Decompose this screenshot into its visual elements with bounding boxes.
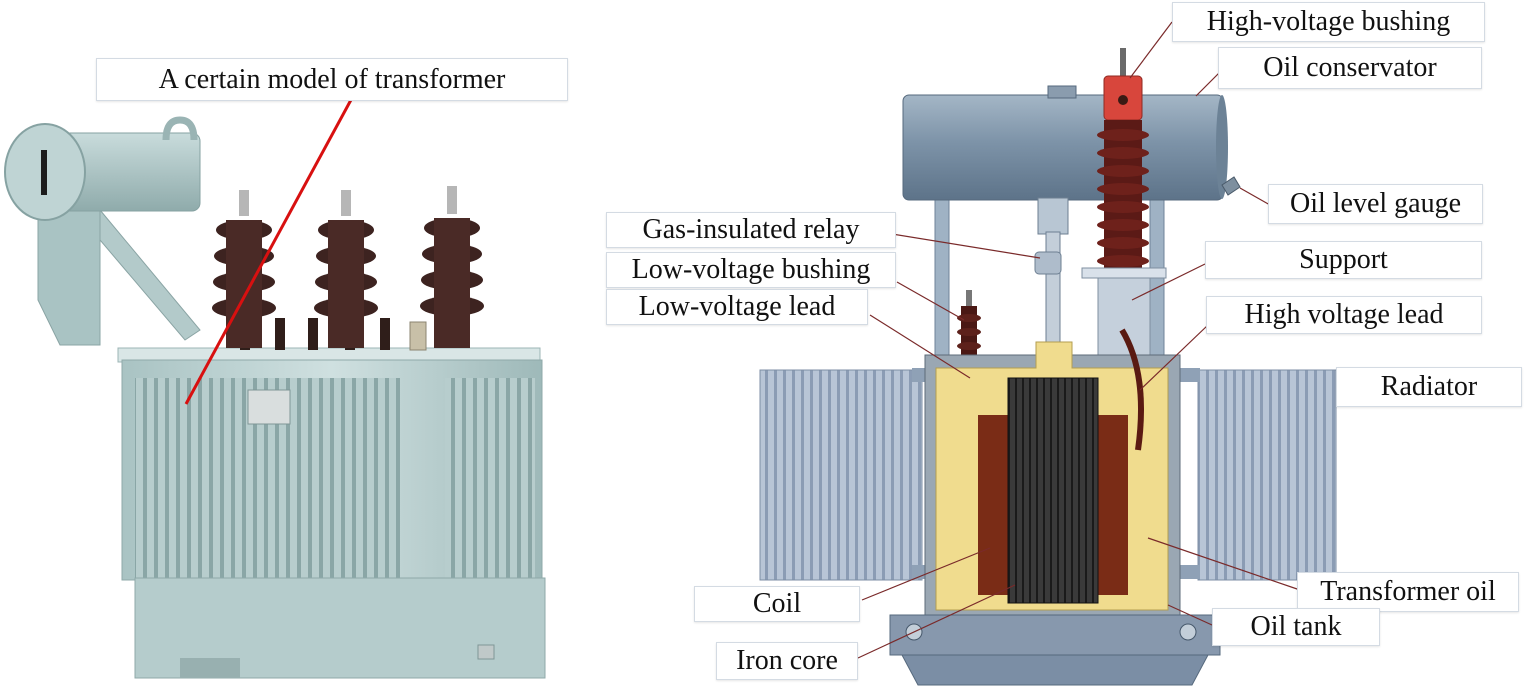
tank-base [889, 614, 1221, 686]
oil-conservator [902, 85, 1241, 201]
label-high-voltage-lead: High voltage lead [1206, 296, 1482, 334]
leader-lines [857, 21, 1301, 659]
photo-hv-bushing-left [212, 190, 276, 348]
photo-hv-bushing-right [420, 186, 484, 348]
label-oil-level-gauge: Oil level gauge [1268, 184, 1483, 224]
label-oil-tank: Oil tank [1212, 608, 1380, 646]
label-high-voltage-bushing: High-voltage bushing [1172, 2, 1485, 42]
label-low-voltage-bushing: Low-voltage bushing [606, 252, 896, 288]
photo-caption-label: A certain model of transformer [96, 58, 568, 101]
low-voltage-bushing-graphic [957, 290, 981, 362]
label-oil-conservator: Oil conservator [1218, 47, 1482, 89]
cutaway-diagram [759, 21, 1337, 686]
label-transformer-oil: Transformer oil [1297, 572, 1519, 612]
photo-leader-line [184, 97, 354, 405]
label-low-voltage-lead: Low-voltage lead [606, 289, 868, 325]
label-radiator: Radiator [1336, 367, 1522, 407]
iron-core-graphic [1007, 377, 1099, 604]
radiator-left [759, 368, 936, 581]
label-iron-core: Iron core [716, 642, 858, 680]
label-support: Support [1205, 241, 1482, 279]
radiator-right [1176, 368, 1337, 581]
label-gas-insulated-relay: Gas-insulated relay [606, 212, 896, 248]
transformer-photo [4, 97, 546, 679]
label-coil: Coil [694, 586, 860, 622]
photo-hv-bushing-middle [314, 190, 378, 348]
